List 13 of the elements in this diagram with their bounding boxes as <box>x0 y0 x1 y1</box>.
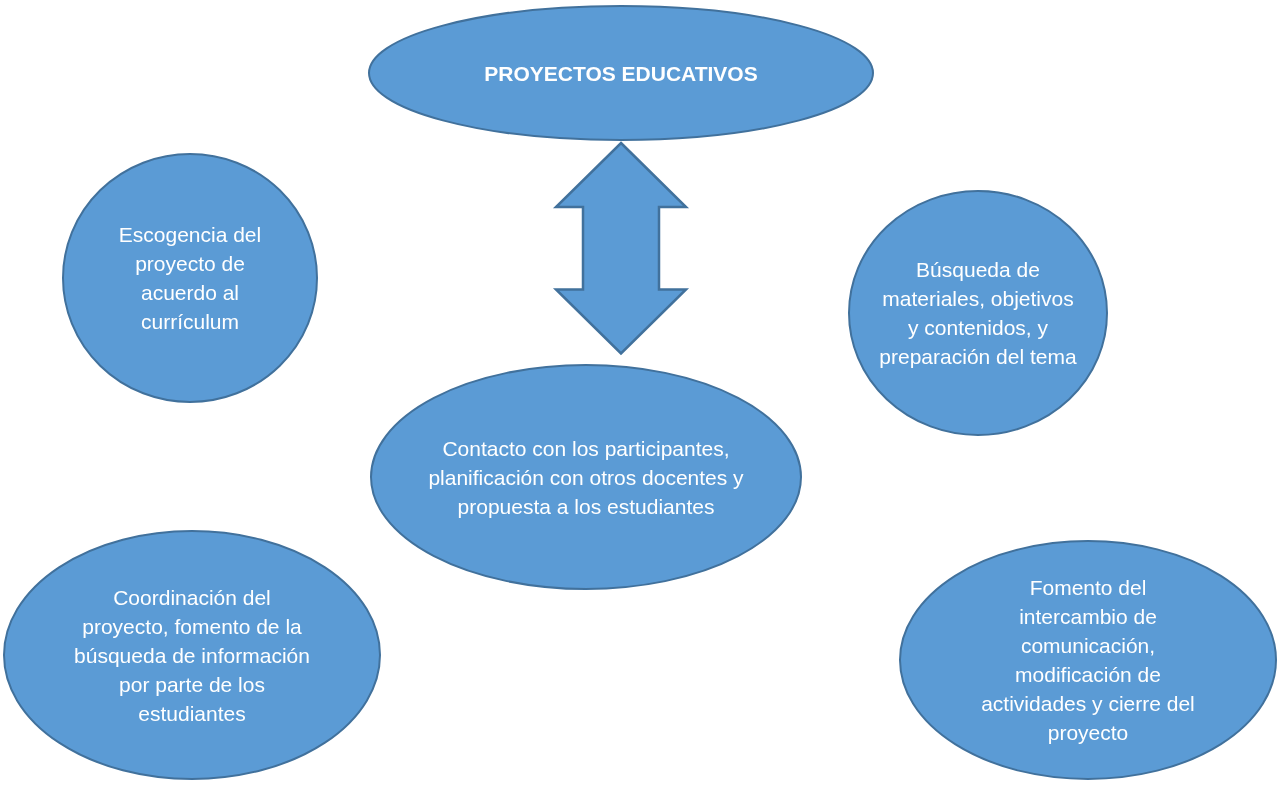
ellipse-node <box>3 530 381 780</box>
node-text: Coordinación del proyecto, fomento de la búsqueda de información por parte de los estudiantes <box>73 584 311 727</box>
ellipse-node <box>368 5 874 141</box>
node-text: Contacto con los participantes, planificación con otros docentes y propuesta a los estudiantes <box>427 435 745 520</box>
node-text: Búsqueda de materiales, objetivos y contenidos, y preparación del tema <box>878 257 1078 370</box>
ellipse-node <box>370 364 802 590</box>
node-text: Escogencia del proyecto de acuerdo al currículum <box>117 222 263 335</box>
double-arrow <box>552 141 690 356</box>
node-text: Fomento del intercambio de comunicación, modificación de actividades y cierre del proyecto <box>980 575 1196 746</box>
ellipse-node <box>899 540 1277 780</box>
ellipse-node <box>848 190 1108 436</box>
ellipse-node <box>62 153 318 403</box>
title-text: PROYECTOS EDUCATIVOS <box>483 60 759 87</box>
